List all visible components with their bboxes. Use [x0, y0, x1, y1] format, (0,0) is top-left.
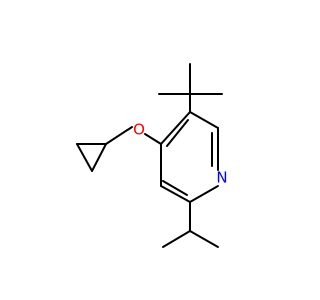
ring-bond-n-c2 [189, 185, 219, 203]
ring-bond-c4-c5-inner [166, 119, 189, 147]
cyclopropyl-bond-bottom-top [91, 143, 107, 172]
ring-bond-c4-c5 [160, 111, 191, 145]
bond-oxygen-cyclopropyl [105, 126, 133, 145]
bond-isopropyl-right [189, 230, 219, 248]
bond-isopropyl-left [162, 230, 191, 248]
oxygen-atom-label: O [133, 121, 145, 139]
ring-bond-c2-c3 [160, 185, 191, 203]
nitrogen-atom-label: N [216, 169, 227, 187]
ring-bond-c2-c3-inner [162, 180, 188, 196]
ring-bond-c5-c6 [189, 111, 219, 129]
molecule-diagram: O N [76, 63, 228, 248]
structure-svg: O N [76, 63, 228, 248]
bond-c4-oxygen [144, 133, 162, 145]
cyclopropyl-bond-left-bottom [76, 143, 93, 172]
